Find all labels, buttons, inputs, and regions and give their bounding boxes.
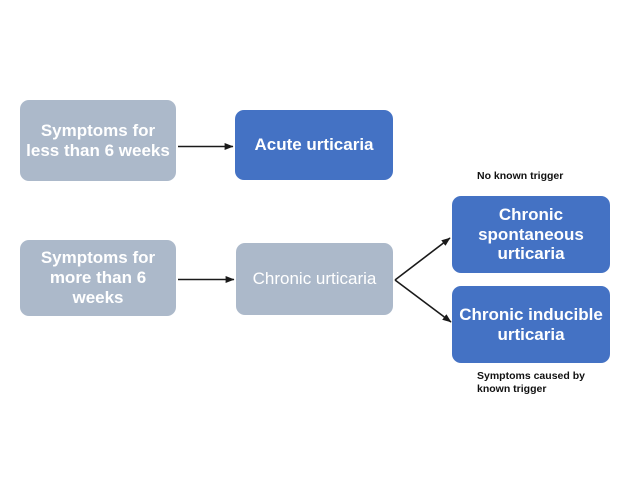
node-label: Chronic inducible urticaria: [459, 304, 603, 344]
node-symptoms-less-than-6-weeks[interactable]: Symptoms for less than 6 weeks: [20, 100, 176, 181]
node-label: Symptoms for less than 6 weeks: [26, 120, 170, 160]
node-label: Chronic spontaneous urticaria: [478, 204, 584, 264]
node-label: Symptoms for more than 6 weeks: [40, 248, 156, 307]
caption-symptoms-caused-by-known-trigger: Symptoms caused by known trigger: [477, 370, 585, 396]
node-chronic-urticaria[interactable]: Chronic urticaria: [236, 243, 393, 315]
node-label: Acute urticaria: [254, 135, 374, 155]
caption-no-known-trigger: No known trigger: [477, 170, 564, 182]
node-symptoms-more-than-6-weeks[interactable]: Symptoms for more than 6 weeks: [20, 240, 176, 316]
node-acute-urticaria[interactable]: Acute urticaria: [235, 110, 393, 180]
node-chronic-spontaneous-urticaria[interactable]: Chronic spontaneous urticaria: [452, 196, 610, 273]
arrow-chronic-to-chronic-inducible: [394, 279, 452, 323]
arrow-chronic-to-chronic-spontaneous: [394, 237, 451, 281]
node-label: Chronic urticaria: [252, 269, 377, 289]
node-chronic-inducible-urticaria[interactable]: Chronic inducible urticaria: [452, 286, 610, 363]
